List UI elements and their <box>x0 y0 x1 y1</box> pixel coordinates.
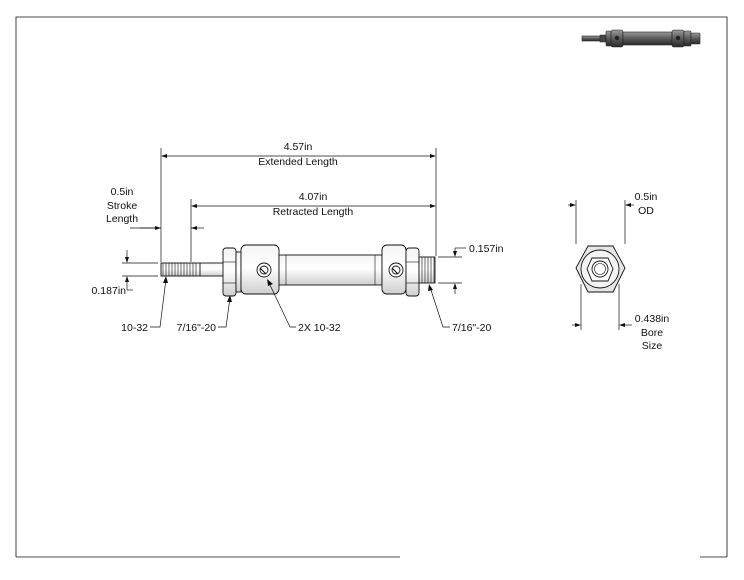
retracted-length-value: 4.07in <box>299 191 328 203</box>
thumbnail-3d-view <box>581 29 701 48</box>
nose-length-value: 0.157in <box>469 243 504 255</box>
outer-diameter-label: OD <box>638 205 654 217</box>
front-mount-nut <box>222 247 242 297</box>
bore-size-label-2: Size <box>642 340 663 352</box>
stroke-length-value: 0.5in <box>111 186 134 198</box>
dimension-lines <box>122 148 634 330</box>
stroke-length-label-2: Length <box>106 213 138 225</box>
rear-end-cap <box>381 244 407 295</box>
extended-length-value: 4.57in <box>284 141 313 153</box>
rod-diameter-value: 0.187in <box>92 285 127 297</box>
rear-mount-nut <box>405 247 420 297</box>
piston-rod <box>160 262 226 277</box>
thread-callouts: 10-32 7/16"-20 2X 10-32 7/16"-20 <box>121 322 491 334</box>
rod-thread-callout: 10-32 <box>121 322 148 334</box>
outer-diameter-value: 0.5in <box>635 191 658 203</box>
rod-thread <box>162 263 197 276</box>
cylinder-end-view <box>575 245 626 293</box>
rear-threaded-nose <box>418 256 436 284</box>
cylinder-barrel <box>278 254 383 286</box>
leader-lines <box>150 276 450 328</box>
rear-mount-thread-callout: 7/16"-20 <box>452 322 491 334</box>
sheet-border <box>15 16 728 558</box>
cylinder-side-view <box>160 244 436 297</box>
stroke-length-label-1: Stroke <box>107 200 138 212</box>
front-end-cap <box>240 244 280 295</box>
retracted-length-label: Retracted Length <box>273 206 354 218</box>
dimension-labels: 4.57in Extended Length 4.07in Retracted … <box>92 141 670 352</box>
extended-length-label: Extended Length <box>258 156 338 168</box>
front-mount-thread-callout: 7/16"-20 <box>177 322 216 334</box>
bore-size-label-1: Bore <box>641 327 663 339</box>
bore-size-value: 0.438in <box>635 313 670 325</box>
ports-callout: 2X 10-32 <box>298 322 341 334</box>
